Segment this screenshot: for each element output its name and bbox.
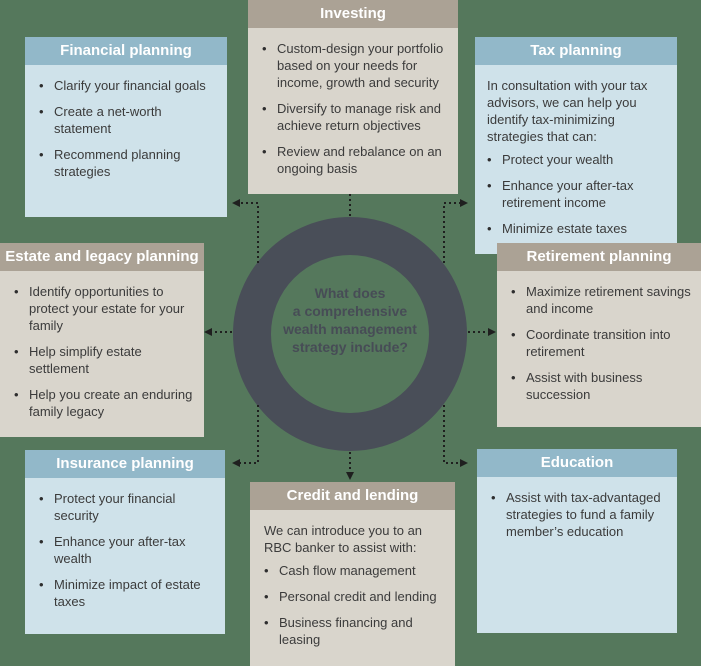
box-estate-and-legacy-planning: Estate and legacy planning Identify oppo… [0, 243, 204, 437]
list-item: Clarify your financial goals [37, 77, 217, 94]
box-education: Education Assist with tax-advantaged str… [477, 449, 677, 633]
list-item: Help simplify estate settlement [12, 343, 194, 377]
box-retirement-planning: Retirement planning Maximize retirement … [497, 243, 701, 427]
box-title: Credit and lending [250, 482, 455, 510]
box-body: Custom-design your portfolio based on yo… [248, 28, 458, 194]
list-item: Maximize retirement savings and income [509, 283, 691, 317]
center-question-line: wealth management [283, 321, 417, 337]
box-body: Identify opportunities to protect your e… [0, 271, 204, 437]
list-item: Protect your financial security [37, 490, 215, 524]
box-title: Estate and legacy planning [0, 243, 204, 271]
list-item: Coordinate transition into retirement [509, 326, 691, 360]
box-credit-and-lending: Credit and lending We can introduce you … [250, 482, 455, 666]
box-body: Maximize retirement savings and income C… [497, 271, 701, 427]
connector-northeast [443, 202, 460, 263]
box-intro-text: In consultation with your tax advisors, … [487, 78, 648, 144]
arrowhead-south-icon [346, 472, 354, 480]
box-tax-planning: Tax planning In consultation with your t… [475, 37, 677, 254]
box-title: Retirement planning [497, 243, 701, 271]
box-investing: Investing Custom-design your portfolio b… [248, 0, 458, 194]
box-title: Financial planning [25, 37, 227, 65]
arrowhead-east-icon [488, 328, 496, 336]
list-item: Personal credit and lending [262, 588, 445, 605]
box-body: In consultation with your tax advisors, … [475, 65, 677, 254]
center-question-line: a comprehensive [292, 303, 408, 319]
box-body: Clarify your financial goals Create a ne… [25, 65, 227, 217]
connector-southwest [240, 405, 259, 464]
list-item: Minimize estate taxes [485, 220, 667, 237]
arrowhead-northeast-icon [460, 199, 468, 207]
center-question: What does a comprehensive wealth managem… [252, 284, 448, 356]
arrowhead-northwest-icon [232, 199, 240, 207]
box-financial-planning: Financial planning Clarify your financia… [25, 37, 227, 217]
center-question-line: What does [314, 285, 386, 301]
list-item: Review and rebalance on an ongoing basis [260, 143, 448, 177]
list-item: Custom-design your portfolio based on yo… [260, 40, 448, 91]
list-item: Identify opportunities to protect your e… [12, 283, 194, 334]
box-body: Assist with tax-advantaged strategies to… [477, 477, 677, 633]
list-item: Enhance your after-tax wealth [37, 533, 215, 567]
list-item: Business financing and leasing [262, 614, 445, 648]
connector-southeast [443, 405, 460, 464]
center-question-line: strategy include? [292, 339, 408, 355]
list-item: Diversify to manage risk and achieve ret… [260, 100, 448, 134]
list-item: Recommend planning strategies [37, 146, 217, 180]
box-insurance-planning: Insurance planning Protect your financia… [25, 450, 225, 634]
list-item: Protect your wealth [485, 151, 667, 168]
box-title: Insurance planning [25, 450, 225, 478]
box-title: Tax planning [475, 37, 677, 65]
list-item: Help you create an enduring family legac… [12, 386, 194, 420]
list-item: Cash flow management [262, 562, 445, 579]
arrowhead-west-icon [204, 328, 212, 336]
box-body: We can introduce you to an RBC banker to… [250, 510, 455, 666]
box-title: Education [477, 449, 677, 477]
list-item: Assist with tax-advantaged strategies to… [489, 489, 667, 540]
connector-northwest [240, 202, 259, 263]
arrowhead-southeast-icon [460, 459, 468, 467]
box-title: Investing [248, 0, 458, 28]
box-body: Protect your financial security Enhance … [25, 478, 225, 634]
list-item: Create a net-worth statement [37, 103, 217, 137]
list-item: Assist with business succession [509, 369, 691, 403]
box-intro-text: We can introduce you to an RBC banker to… [264, 523, 423, 555]
list-item: Minimize impact of estate taxes [37, 576, 215, 610]
arrowhead-southwest-icon [232, 459, 240, 467]
list-item: Enhance your after-tax retirement income [485, 177, 667, 211]
